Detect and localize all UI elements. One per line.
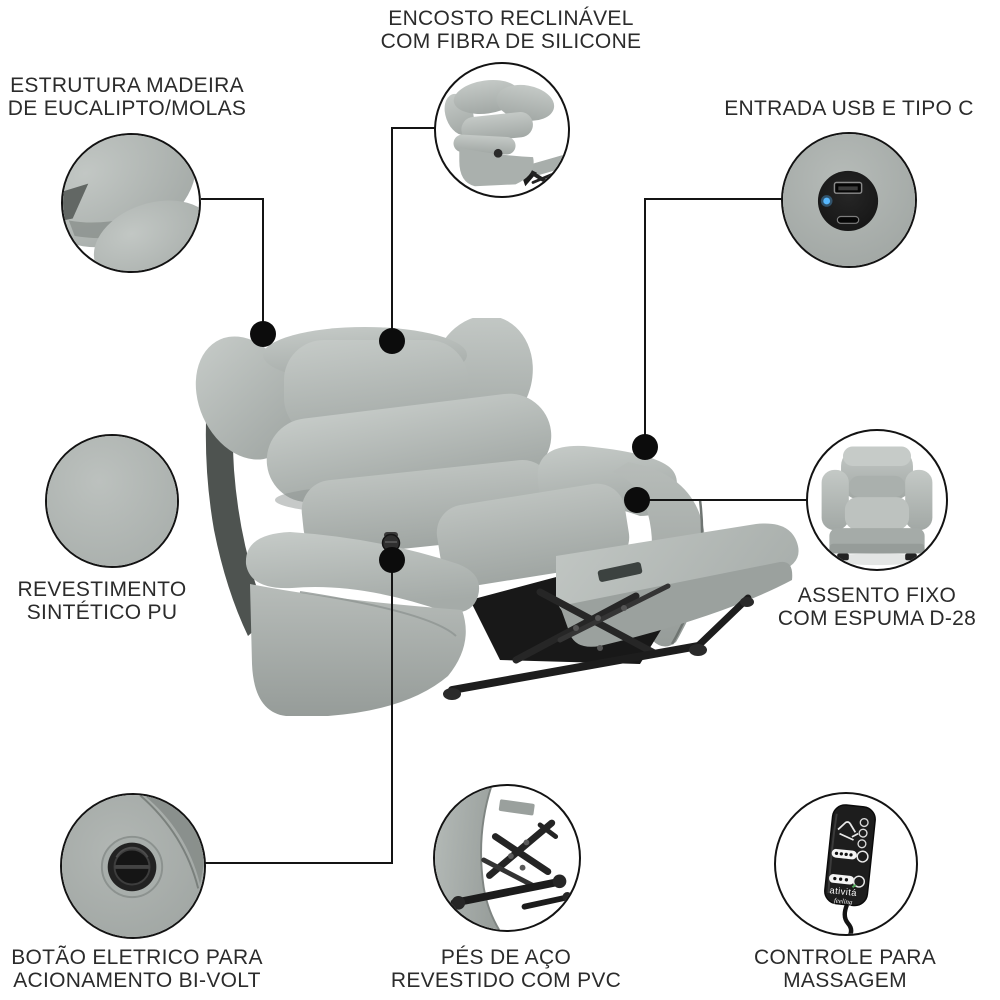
connector-botao-v	[391, 560, 393, 864]
callout-circle-estrutura	[61, 133, 201, 273]
remote-sub-text: feeling	[834, 897, 854, 906]
label-botao: BOTÃO ELETRICO PARA ACIONAMENTO BI-VOLT	[11, 946, 263, 992]
massage-remote-image: ativitá feeling	[824, 804, 876, 934]
label-controle: CONTROLE PARA MASSAGEM	[754, 946, 936, 992]
massage-level-bar-1	[831, 848, 869, 863]
label-line: ACIONAMENTO BI-VOLT	[13, 969, 261, 992]
label-line: REVESTIDO COM PVC	[390, 969, 622, 992]
anchor-dot-assento	[624, 487, 650, 513]
usb-c-port	[836, 215, 860, 224]
footrest-front	[560, 561, 793, 647]
label-encosto: ENCOSTO RECLINÁVEL COM FIBRA DE SILICONE	[381, 7, 642, 53]
mechanism-bracket	[597, 562, 643, 582]
label-line: ESTRUTURA MADEIRA	[10, 74, 244, 97]
strut-bolts	[507, 839, 530, 871]
remote-cable	[842, 902, 854, 934]
label-line: MASSAGEM	[783, 969, 907, 992]
callout-circle-botao	[60, 793, 206, 939]
connector-usb-h	[645, 198, 782, 200]
callout-circle-pes	[433, 784, 581, 932]
left-armrest-roll	[245, 532, 480, 613]
label-line: COM ESPUMA D-28	[777, 607, 977, 630]
label-pes: PÉS DE AÇO REVESTIDO COM PVC	[391, 946, 621, 992]
connector-botao-h	[205, 862, 393, 864]
label-line: REVESTIMENTO	[17, 578, 187, 601]
steel-feet-mechanism-image	[435, 786, 573, 930]
connector-assento-h	[637, 499, 807, 501]
label-line: ASSENTO FIXO	[797, 584, 957, 607]
anchor-dot-estrutura	[250, 321, 276, 347]
label-usb: ENTRADA USB E TIPO C	[724, 97, 974, 120]
connector-encosto-v	[391, 127, 393, 341]
bi-volt-button	[100, 835, 164, 899]
pu-leather-texture-image	[47, 436, 177, 566]
recliner-icon	[837, 821, 859, 841]
label-line: PÉS DE AÇO	[440, 946, 572, 969]
scissor-struts	[481, 819, 559, 890]
label-assento: ASSENTO FIXO COM ESPUMA D-28	[778, 584, 976, 630]
callout-circle-controle: ativitá feeling	[774, 792, 918, 936]
connector-usb-v	[644, 198, 646, 447]
remote-brand-text: ativitá	[829, 885, 858, 898]
steel-base-frame	[448, 594, 752, 694]
callout-circle-revestimento	[45, 434, 179, 568]
callout-circle-assento	[806, 429, 948, 571]
connector-encosto-h	[392, 127, 435, 129]
base-feet	[443, 597, 754, 700]
label-estrutura: ESTRUTURA MADEIRA DE EUCALIPTO/MOLAS	[8, 74, 246, 120]
port-panel	[817, 170, 879, 232]
brand-accent	[851, 883, 857, 889]
label-revestimento: REVESTIMENTO SINTÉTICO PU	[18, 578, 187, 624]
left-panel-seam	[299, 591, 457, 637]
label-line: BOTÃO ELETRICO PARA	[11, 946, 263, 969]
recliner-product-image	[195, 318, 799, 716]
reclined-backrest-closeup-image	[444, 80, 568, 187]
mechanism-bolts	[573, 605, 627, 651]
base-bar	[450, 874, 573, 910]
connector-estrutura-h	[201, 198, 264, 200]
callout-circle-encosto	[434, 62, 570, 198]
label-line: ENTRADA USB E TIPO C	[724, 97, 974, 120]
backrest-corner-closeup-image	[63, 135, 199, 271]
usb-a-port	[833, 181, 863, 194]
left-wing-cushion	[195, 336, 297, 460]
callout-circle-usb	[781, 132, 917, 268]
anchor-dot-botao	[379, 547, 405, 573]
connector-estrutura-v	[262, 198, 264, 334]
usb-ports-closeup-image	[783, 134, 915, 266]
side-buttons	[857, 817, 869, 849]
label-line: DE EUCALIPTO/MOLAS	[7, 97, 247, 120]
power-button-closeup-image	[62, 795, 204, 937]
anchor-dot-encosto	[379, 328, 405, 354]
label-line: SINTÉTICO PU	[26, 601, 178, 624]
label-line: CONTROLE PARA	[753, 946, 937, 969]
left-armrest-panel	[250, 584, 466, 716]
led-indicator	[820, 195, 833, 207]
massage-level-bar-2	[829, 874, 866, 888]
label-line: ENCOSTO RECLINÁVEL	[388, 7, 634, 30]
remote-body: ativitá feeling	[824, 804, 876, 906]
anchor-dot-usb	[632, 434, 658, 460]
label-line: COM FIBRA DE SILICONE	[380, 30, 642, 53]
armchair-front-view-image	[821, 446, 933, 566]
